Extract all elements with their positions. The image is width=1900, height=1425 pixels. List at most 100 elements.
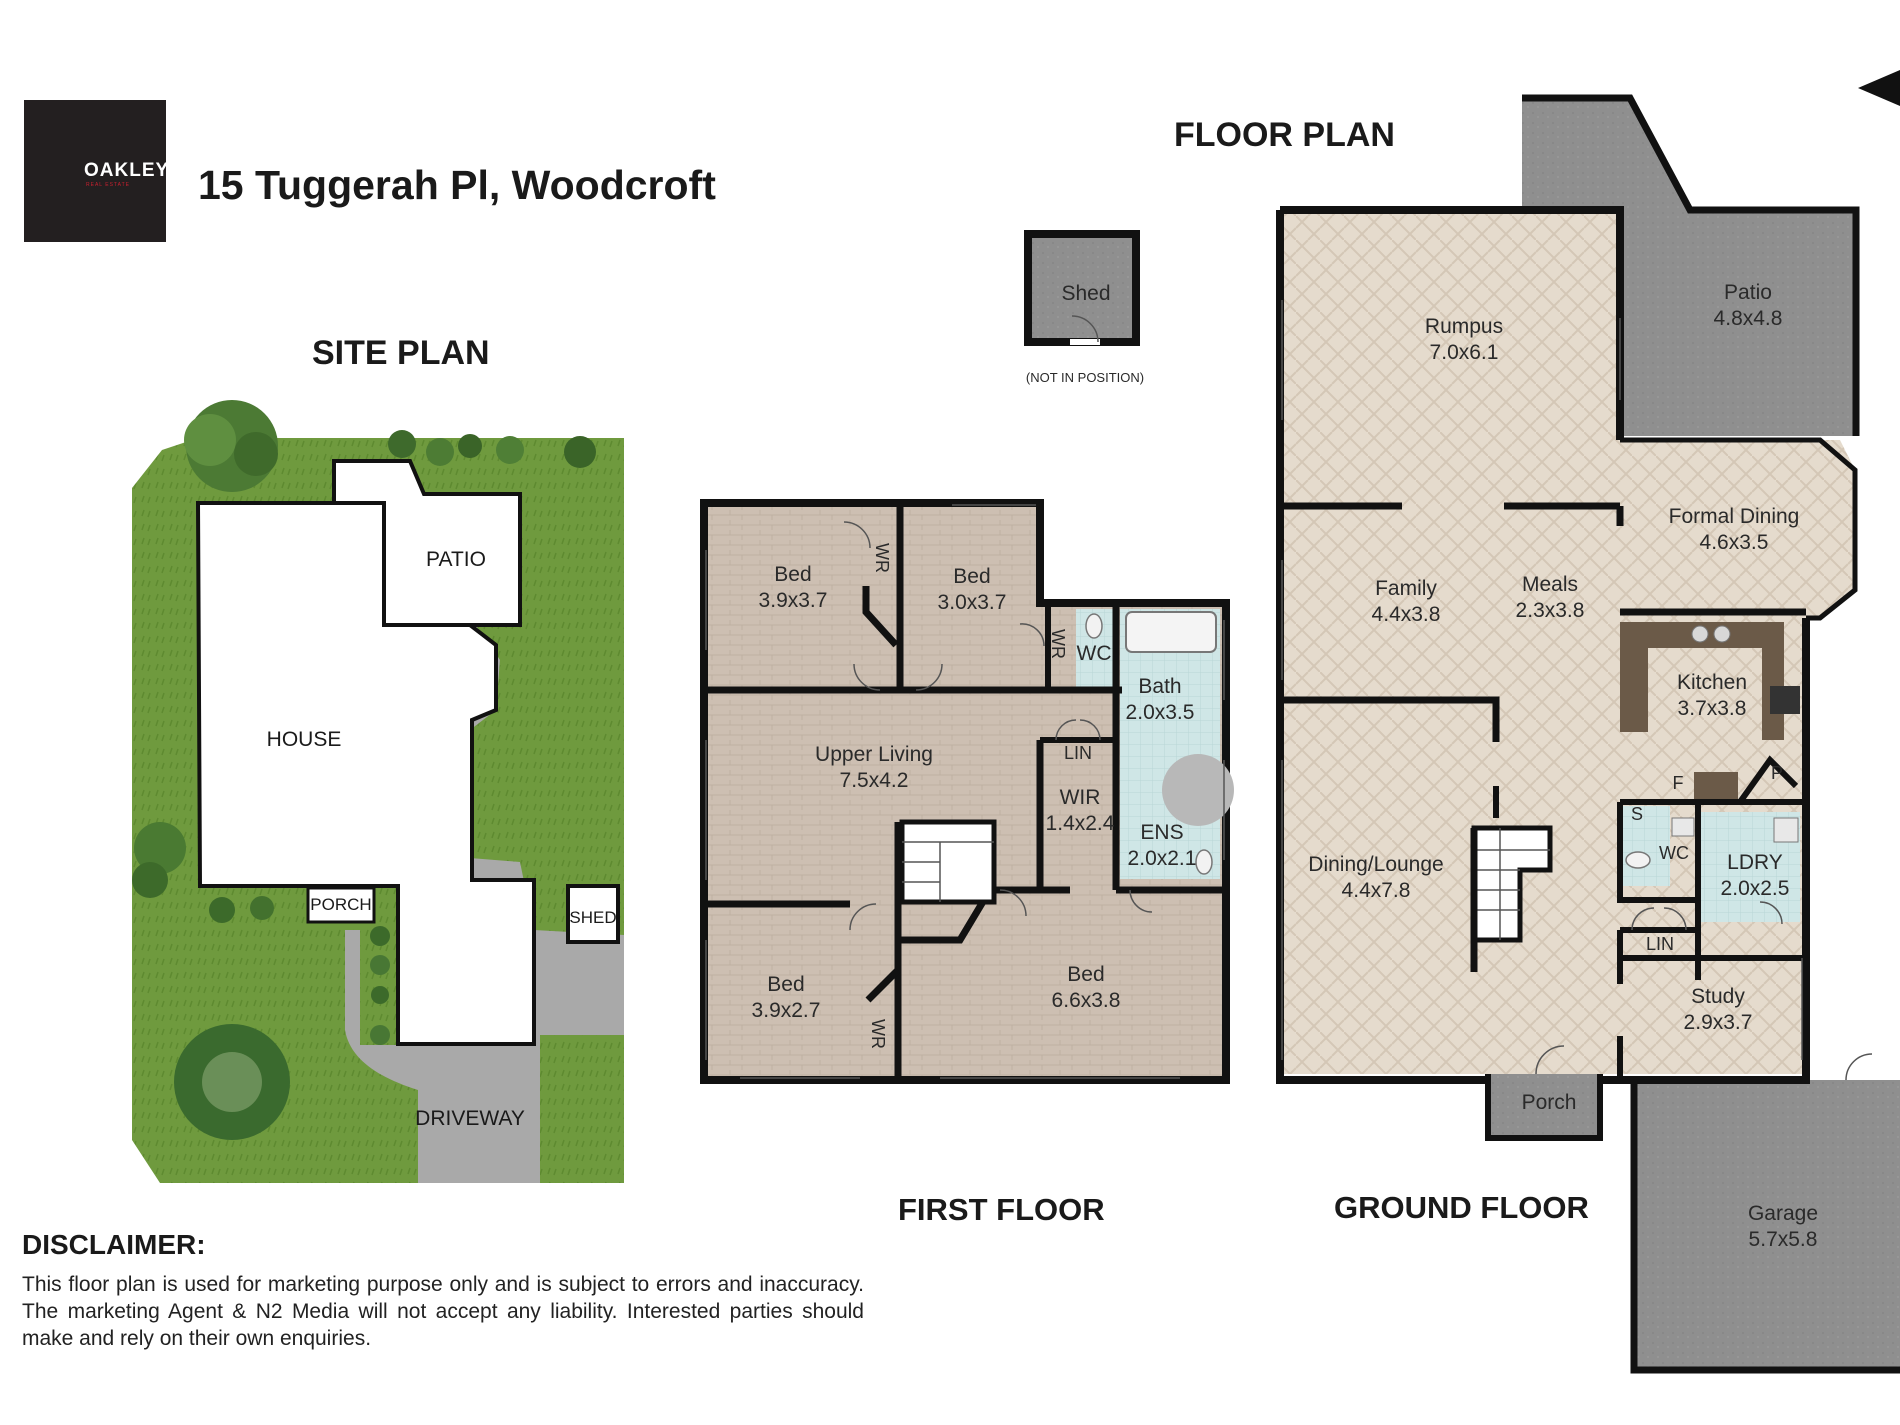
basin-icon — [1671, 817, 1695, 837]
room-bed-se: Bed 6.6x3.8 — [1052, 962, 1121, 1014]
bath-tile — [1120, 609, 1220, 879]
stairs-icon — [899, 819, 997, 905]
room-ldry: LDRY 2.0x2.5 — [1721, 850, 1790, 902]
store-label: S — [1630, 804, 1644, 824]
room-name: Family — [1375, 577, 1437, 600]
north-arrow-icon — [1858, 70, 1900, 106]
room-bed-ne: Bed 3.0x3.7 — [938, 564, 1007, 616]
room-bed-sw: Bed 3.9x2.7 — [752, 972, 821, 1024]
bathtub-icon — [1125, 611, 1217, 653]
room-dining-lounge: Dining/Lounge 4.4x7.8 — [1308, 852, 1443, 904]
room-name: Bed — [1067, 963, 1105, 986]
room-name: WIR — [1059, 786, 1101, 809]
pantry-label: P — [1770, 763, 1784, 783]
porch-outline — [306, 886, 376, 924]
room-dims: 7.0x6.1 — [1429, 341, 1499, 364]
room-bed-nw: Bed 3.9x3.7 — [759, 562, 828, 614]
fridge-label: F — [1672, 773, 1684, 793]
patio-area — [1522, 98, 1856, 436]
room-patio: Patio 4.8x4.8 — [1714, 280, 1783, 332]
room-dims: 7.5x4.2 — [839, 769, 909, 792]
room-dims: 2.0x3.5 — [1125, 701, 1195, 724]
floor-plan-heading: FLOOR PLAN — [1174, 116, 1395, 154]
room-name: Dining/Lounge — [1308, 853, 1444, 876]
toilet-icon — [1085, 613, 1103, 639]
wr-label-1: WR — [872, 543, 892, 573]
logo-tagline: REAL ESTATE — [86, 182, 130, 188]
garage-area — [1634, 1080, 1900, 1370]
site-shed-label: SHED — [569, 908, 617, 927]
door-swings-ground — [1535, 901, 1873, 1081]
room-dims: 2.3x3.8 — [1515, 599, 1585, 622]
room-name: Bed — [774, 563, 812, 586]
patio-outline — [332, 459, 522, 627]
room-name: Upper Living — [815, 743, 933, 766]
room-study: Study 2.9x3.7 — [1684, 984, 1753, 1036]
room-name: Study — [1691, 985, 1745, 1008]
room-name: Bed — [767, 973, 805, 996]
room-dims: 4.4x7.8 — [1341, 879, 1411, 902]
fridge-icon — [1694, 772, 1738, 800]
site-driveway-label: DRIVEWAY — [415, 1107, 525, 1130]
room-dims: 4.6x3.5 — [1699, 531, 1769, 554]
room-name: Formal Dining — [1668, 505, 1800, 528]
shed-note: (NOT IN POSITION) — [1025, 370, 1145, 385]
toilet-icon-ens — [1195, 849, 1213, 875]
wc-label-first: WC — [1076, 642, 1112, 665]
tub-icon-ldry — [1773, 817, 1799, 843]
room-dims: 4.8x4.8 — [1713, 307, 1783, 330]
room-kitchen: Kitchen 3.7x3.8 — [1677, 670, 1747, 722]
room-name: Bath — [1138, 675, 1182, 698]
property-address: 15 Tuggerah Pl, Woodcroft — [198, 162, 716, 208]
stairs-icon-ground — [1470, 825, 1553, 972]
site-porch-label: PORCH — [310, 895, 372, 914]
driveway-area — [345, 620, 624, 1183]
ground-floor-heading: GROUND FLOOR — [1334, 1190, 1589, 1225]
room-name: Kitchen — [1676, 671, 1748, 694]
room-dims: 3.9x3.7 — [758, 589, 828, 612]
room-name: Garage — [1747, 1202, 1819, 1225]
wr-label-3: WR — [868, 1019, 888, 1049]
disclaimer-title: DISCLAIMER: — [22, 1229, 206, 1260]
room-name: LDRY — [1727, 851, 1783, 874]
cooktop-icon — [1770, 686, 1800, 714]
room-name: Meals — [1521, 573, 1579, 596]
room-wir: WIR 1.4x2.4 — [1046, 785, 1115, 837]
room-dims: 2.9x3.7 — [1683, 1011, 1753, 1034]
wc-label-ground: WC — [1659, 843, 1689, 863]
room-dims: 5.7x5.8 — [1748, 1228, 1818, 1251]
wc-tile — [1620, 806, 1670, 886]
shed-block — [1024, 230, 1140, 346]
vanity-icon — [1162, 754, 1234, 826]
room-name: Rumpus — [1424, 315, 1504, 338]
site-plan-heading: SITE PLAN — [312, 334, 490, 372]
room-formal-dining: Formal Dining 4.6x3.5 — [1669, 504, 1800, 556]
room-name: Bed — [953, 565, 991, 588]
lin-label-ground: LIN — [1645, 934, 1675, 954]
room-dims: 3.0x3.7 — [937, 591, 1007, 614]
room-name: ENS — [1140, 821, 1184, 844]
room-dims: 4.4x3.8 — [1371, 603, 1441, 626]
room-dims: 1.4x2.4 — [1045, 812, 1115, 835]
sink-icon — [1691, 625, 1731, 643]
room-garage: Garage 5.7x5.8 — [1748, 1201, 1818, 1253]
site-house-label: HOUSE — [266, 728, 342, 751]
first-floor-plan — [700, 499, 1234, 1084]
first-floor-heading: FIRST FLOOR — [898, 1192, 1105, 1227]
porch-area — [1485, 1067, 1603, 1141]
room-meals: Meals 2.3x3.8 — [1516, 572, 1585, 624]
logo-name: OAKLEY — [84, 160, 170, 181]
window-lines — [705, 300, 1803, 1079]
ground-floor-plan — [705, 94, 1900, 1374]
room-dims: 3.9x2.7 — [751, 999, 821, 1022]
room-bath: Bath 2.0x3.5 — [1126, 674, 1195, 726]
room-ens: ENS 2.0x2.1 — [1128, 820, 1197, 872]
site-patio-label: PATIO — [426, 548, 486, 571]
logo: OAKLEY REAL ESTATE — [24, 100, 170, 242]
room-rumpus: Rumpus 7.0x6.1 — [1425, 314, 1503, 366]
porch-label: Porch — [1521, 1091, 1577, 1114]
wr-label-2: WR — [1048, 629, 1068, 659]
room-dims: 6.6x3.8 — [1051, 989, 1121, 1012]
lin-label-first: LIN — [1063, 743, 1093, 763]
